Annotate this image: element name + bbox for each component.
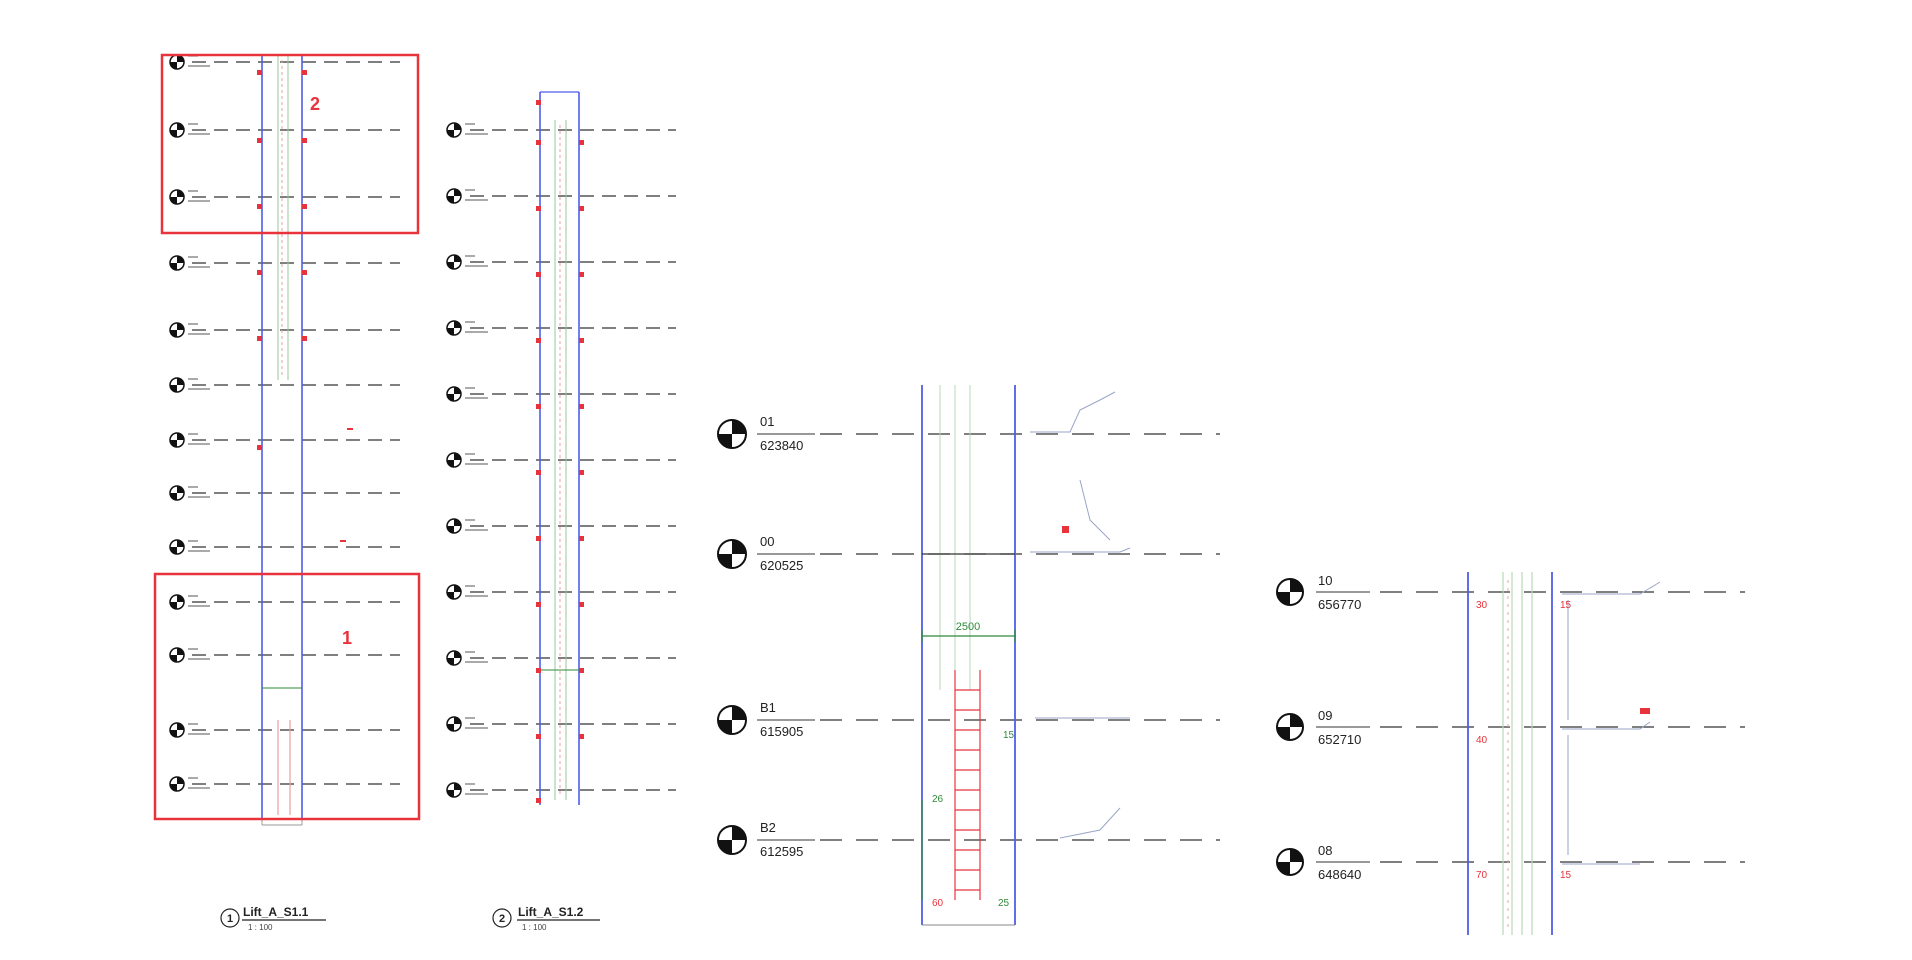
upper-level-08-name: 08 (1318, 843, 1332, 858)
view1-level-heads (169, 54, 185, 792)
callout-label-top: 2 (310, 94, 320, 114)
detail-level-01-elevation: 623840 (760, 438, 803, 453)
upper-sketch-lines (1562, 581, 1661, 865)
callout-box-bottom: 1 (153, 572, 421, 821)
detail-level-00-name: 00 (760, 534, 774, 549)
detail-section: 01 623840 00 620525 B1 615905 B2 612595 (717, 385, 1220, 926)
view2-number: 2 (499, 913, 505, 925)
view2-level-text-ticks (465, 123, 488, 795)
detail-ladder (954, 670, 981, 900)
detail-level-lines (820, 433, 1220, 841)
view1-lift-shaft (261, 55, 303, 826)
view2-level-lines (470, 129, 676, 791)
view1-number-bubble (220, 908, 240, 928)
detail-level-b1-name: B1 (760, 700, 776, 715)
upper-level-10-name: 10 (1318, 573, 1332, 588)
view1-level-text-ticks (188, 55, 210, 789)
upper-tag-08: 70 (1476, 870, 1488, 881)
section-view-2: Lift_A_S1.2 1 : 100 2 (446, 91, 676, 932)
upper-tag-08-right: 15 (1560, 870, 1572, 881)
detail-dim-right-mid: 15 (1003, 730, 1015, 741)
detail-lift-shaft (921, 385, 1016, 926)
detail-dim-bottom-right: 25 (998, 898, 1010, 909)
view2-lift-shaft (539, 91, 580, 805)
detail-level-underlines (757, 433, 815, 841)
upper-lift-shaft (1467, 572, 1553, 935)
section-view-1: Lift_A_S1.1 1 : 100 1 (169, 54, 400, 932)
detail-sketch-lines (1030, 391, 1131, 839)
upper-red-marker (1640, 708, 1650, 714)
detail-dim-bottom-left: 60 (932, 898, 944, 909)
detail-level-00-elevation: 620525 (760, 558, 803, 573)
view1-number: 1 (227, 913, 233, 925)
view1-level-lines (192, 61, 400, 785)
upper-level-heads (1276, 578, 1304, 876)
callout-box-top: 2 (160, 53, 420, 235)
upper-level-10-elevation: 656770 (1318, 597, 1361, 612)
callout-label-bottom: 1 (342, 628, 352, 648)
view1-scale: 1 : 100 (248, 923, 273, 932)
detail-red-marker (1062, 526, 1069, 533)
upper-tag-09: 40 (1476, 735, 1488, 746)
upper-level-08-elevation: 648640 (1318, 867, 1361, 882)
view1-red-markers (257, 70, 353, 542)
view2-level-heads (446, 122, 462, 798)
upper-level-lines (1380, 591, 1745, 863)
upper-detail-section: 10 656770 09 652710 08 648640 30 15 40 7… (1276, 572, 1745, 935)
detail-dim-left-low: 26 (932, 794, 944, 805)
detail-level-b2-elevation: 612595 (760, 844, 803, 859)
view2-scale: 1 : 100 (522, 923, 547, 932)
view2-number-bubble (492, 908, 512, 928)
upper-level-underlines (1316, 591, 1370, 863)
upper-tag-10: 30 (1476, 600, 1488, 611)
view2-title: Lift_A_S1.2 (518, 905, 584, 919)
detail-level-b1-elevation: 615905 (760, 724, 803, 739)
upper-level-09-name: 09 (1318, 708, 1332, 723)
view2-red-markers (536, 100, 584, 803)
detail-level-01-name: 01 (760, 414, 774, 429)
upper-tag-10-right: 15 (1560, 600, 1572, 611)
view1-title: Lift_A_S1.1 (243, 905, 309, 919)
detail-level-heads (717, 419, 747, 855)
detail-level-b2-name: B2 (760, 820, 776, 835)
upper-level-09-elevation: 652710 (1318, 732, 1361, 747)
detail-dim-width: 2500 (956, 621, 980, 633)
